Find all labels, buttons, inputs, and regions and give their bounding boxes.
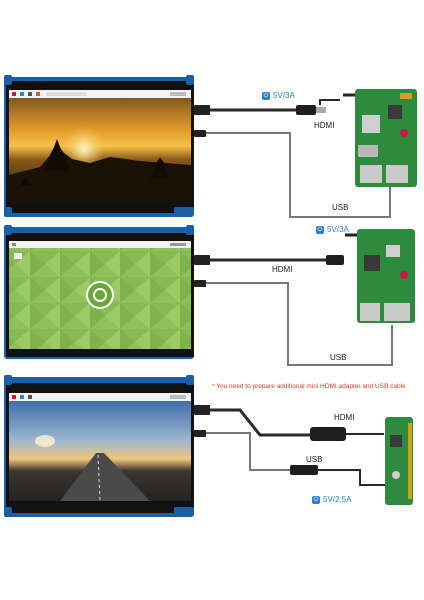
usb-label-1: USB	[332, 203, 349, 212]
power-label-1: ⏻ 5V/3A	[262, 91, 295, 100]
display-assembly-2	[4, 225, 415, 366]
power-icon: ⏻	[312, 495, 320, 504]
hdmi-port-icon	[194, 255, 210, 265]
adapter-note: * You need to prepare additional mini HD…	[212, 383, 406, 390]
power-icon: ⏻	[316, 225, 324, 234]
power-label-2: ⏻ 5V/3A	[316, 225, 349, 234]
raspberry-pi-board-icon	[357, 229, 415, 323]
power-icon: ⏻	[262, 91, 270, 100]
hdmi-label-2: HDMI	[272, 265, 293, 274]
setup-panel-3: * You need to prepare additional mini HD…	[0, 375, 424, 525]
usb-port-icon	[194, 130, 206, 137]
hdmi-label-3: HDMI	[334, 413, 355, 422]
usb-label-3: USB	[306, 455, 323, 464]
mini-hdmi-adapter-icon	[310, 427, 346, 441]
setup-panel-2: ⏻ 5V/3A HDMI USB	[0, 225, 424, 375]
display-assembly-1	[4, 75, 417, 218]
usb-port-icon	[194, 430, 206, 437]
usb-label-2: USB	[330, 353, 347, 362]
ubuntu-mate-logo-icon	[86, 281, 114, 309]
power-label-3: ⏻ 5V/2.5A	[312, 495, 352, 504]
hdmi-label-1: HDMI	[314, 121, 335, 130]
hdmi-port-icon	[194, 105, 210, 115]
hdmi-port-icon	[194, 405, 210, 415]
setup-panel-1: ⏻ 5V/3A HDMI USB	[0, 75, 424, 225]
usb-adapter-icon	[290, 465, 318, 475]
road-shape	[60, 453, 150, 501]
usb-port-icon	[194, 280, 206, 287]
display-assembly-3	[4, 375, 413, 517]
